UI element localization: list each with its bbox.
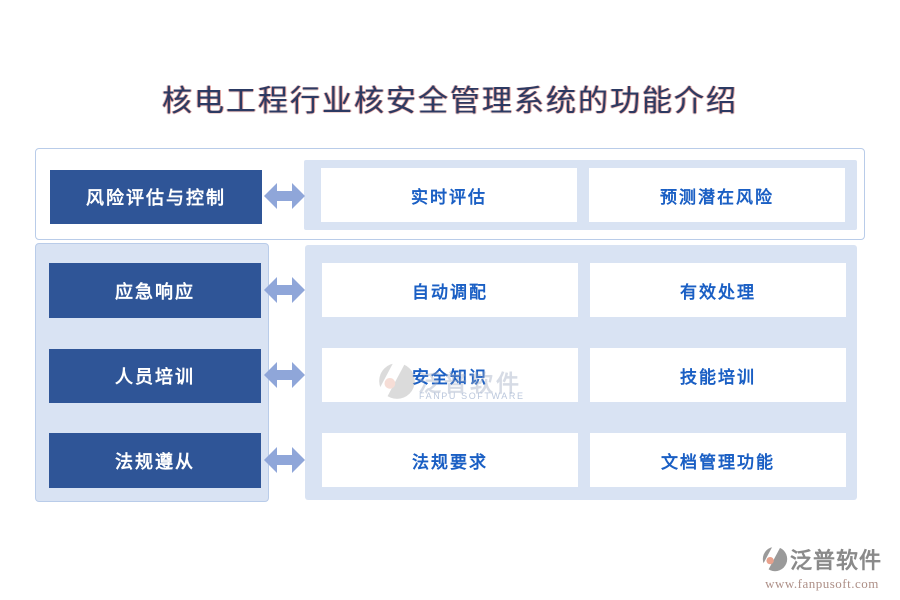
brand-name: 泛普软件 [789, 548, 882, 573]
double-arrow-icon [264, 362, 305, 388]
double-arrow-icon [264, 183, 305, 209]
feature-button-regulatory-compliance: 法规遵从 [49, 433, 261, 488]
section-right-subfeature-panel: 自动调配 有效处理 安全知识 技能培训 法规要求 文档管理功能 [305, 245, 857, 500]
subfeature-box-predict-risk: 预测潜在风险 [589, 168, 845, 222]
subfeature-box-effective-handling: 有效处理 [590, 263, 846, 317]
section-risk-assessment: 风险评估与控制 实时评估 预测潜在风险 [35, 148, 865, 240]
footer-brand: 泛普软件 www.fanpusoft.com [761, 543, 882, 592]
fanpu-logo-icon [761, 546, 788, 572]
feature-button-risk-assessment: 风险评估与控制 [50, 170, 262, 224]
brand-url: www.fanpusoft.com [765, 576, 879, 591]
row1-subfeature-panel: 实时评估 预测潜在风险 [304, 160, 857, 230]
section-left-feature-column: 应急响应 人员培训 法规遵从 [35, 243, 269, 502]
subfeature-box-document-management: 文档管理功能 [590, 433, 846, 487]
page-title: 核电工程行业核安全管理系统的功能介绍 [162, 85, 738, 118]
subfeature-box-auto-dispatch: 自动调配 [322, 263, 578, 317]
double-arrow-icon [264, 277, 305, 303]
double-arrow-icon [264, 447, 305, 473]
subfeature-box-safety-knowledge: 安全知识 [322, 348, 578, 402]
subfeature-box-regulation-requirements: 法规要求 [322, 433, 578, 487]
feature-button-emergency-response: 应急响应 [49, 263, 261, 318]
feature-button-personnel-training: 人员培训 [49, 349, 261, 403]
subfeature-box-realtime-eval: 实时评估 [321, 168, 577, 222]
subfeature-box-skill-training: 技能培训 [590, 348, 846, 402]
